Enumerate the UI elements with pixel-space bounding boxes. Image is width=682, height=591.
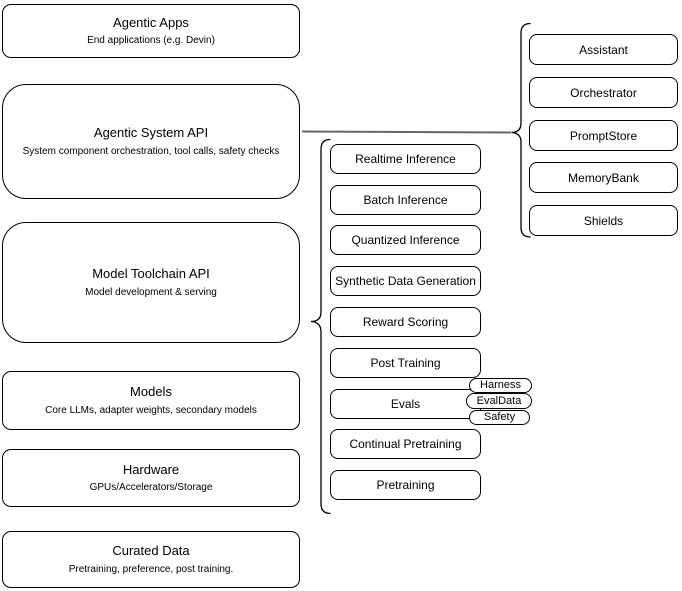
node-title: Model Toolchain API (92, 266, 210, 282)
node-title: Hardware (122, 461, 180, 477)
node-title: Agentic System API (93, 125, 209, 141)
toolchain-item-evals: Evals (330, 389, 481, 419)
system-components-brace (511, 22, 531, 238)
toolchain-item-realtime-inference: Realtime Inference (330, 144, 481, 174)
toolchain-item-pretraining: Pretraining (330, 470, 481, 500)
system-component-shields: Shields (529, 205, 678, 236)
system-component-orchestrator: Orchestrator (529, 77, 678, 108)
node-agentic-system-api: Agentic System API System component orche… (2, 84, 300, 199)
node-subtitle: Model development & serving (85, 286, 217, 298)
evals-tag-harness: Harness (469, 378, 532, 393)
node-title: Models (130, 384, 172, 400)
node-subtitle: Core LLMs, adapter weights, secondary mo… (45, 404, 257, 416)
system-component-promptstore: PromptStore (529, 120, 678, 151)
toolchain-item-continual-pretraining: Continual Pretraining (330, 429, 481, 459)
system-component-assistant: Assistant (529, 34, 678, 65)
evals-tag-safety: Safety (469, 410, 530, 425)
system-component-memorybank: MemoryBank (529, 162, 678, 193)
toolchain-item-synthetic-data-generation: Synthetic Data Generation (330, 266, 481, 296)
toolchain-item-reward-scoring: Reward Scoring (330, 307, 481, 337)
node-subtitle: Pretraining, preference, post training. (68, 563, 234, 575)
toolchain-item-batch-inference: Batch Inference (330, 185, 481, 215)
node-subtitle: GPUs/Accelerators/Storage (89, 482, 213, 494)
node-title: Agentic Apps (113, 14, 189, 30)
node-title: Curated Data (112, 543, 190, 559)
node-subtitle: End applications (e.g. Devin) (87, 35, 215, 47)
evals-tag-evaldata: EvalData (466, 393, 532, 409)
toolchain-item-quantized-inference: Quantized Inference (330, 225, 481, 255)
toolchain-item-post-training: Post Training (330, 348, 481, 378)
toolchain-brace (310, 138, 331, 515)
node-model-toolchain-api: Model Toolchain API Model development & s… (2, 222, 300, 343)
api-to-components-connector (301, 130, 512, 134)
node-subtitle: System component orchestration, tool cal… (22, 145, 280, 157)
